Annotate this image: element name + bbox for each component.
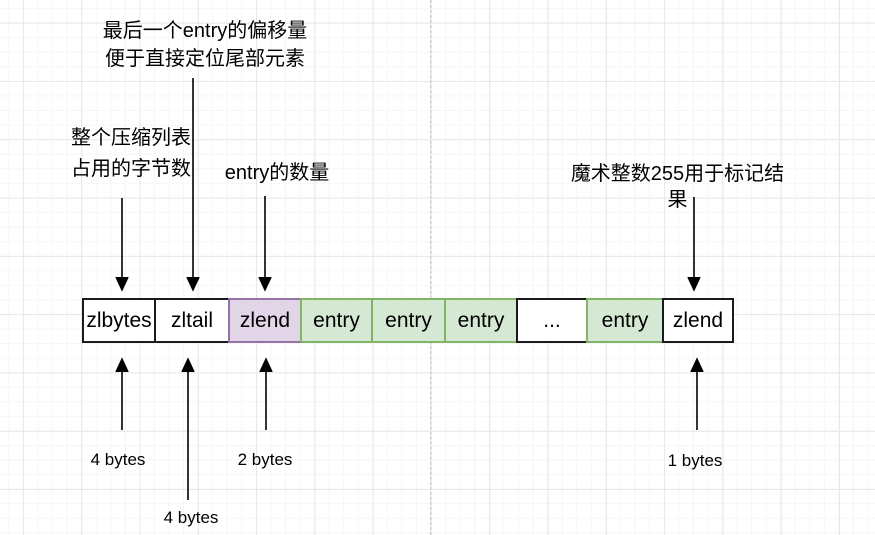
label-4bytes-zlbytes: 4 bytes bbox=[90, 450, 146, 469]
annotation-zlbytes: 整个压缩列表 占用的字节数 bbox=[61, 123, 201, 185]
annotation-zlbytes-line2: 占用的字节数 bbox=[71, 158, 191, 180]
box-entry-4: entry bbox=[586, 298, 664, 343]
label-2bytes-zllen: 2 bytes bbox=[237, 450, 293, 469]
box-entry-2: entry bbox=[371, 298, 446, 343]
annotation-zltail-line1: 最后一个entry的偏移量 bbox=[102, 20, 308, 42]
annotation-zltail-line2: 便于直接定位尾部元素 bbox=[105, 48, 305, 70]
annotation-zlbytes-line1: 整个压缩列表 bbox=[71, 127, 191, 149]
annotation-magic-end: 魔术整数255用于标记结果 bbox=[570, 163, 785, 211]
box-zlend-final: zlend bbox=[662, 298, 734, 343]
box-entry-1: entry bbox=[300, 298, 373, 343]
page-boundary-dashed-line bbox=[430, 0, 431, 535]
label-4bytes-zltail: 4 bytes bbox=[163, 508, 219, 527]
box-ellipsis: ... bbox=[516, 298, 588, 343]
box-zlbytes: zlbytes bbox=[82, 298, 156, 343]
annotation-zltail: 最后一个entry的偏移量 便于直接定位尾部元素 bbox=[75, 17, 335, 73]
annotation-entry-count: entry的数量 bbox=[224, 162, 330, 184]
box-zlend-len: zlend bbox=[228, 298, 302, 343]
box-entry-3: entry bbox=[444, 298, 518, 343]
label-1bytes-zlend: 1 bytes bbox=[667, 451, 723, 470]
box-zltail: zltail bbox=[154, 298, 230, 343]
